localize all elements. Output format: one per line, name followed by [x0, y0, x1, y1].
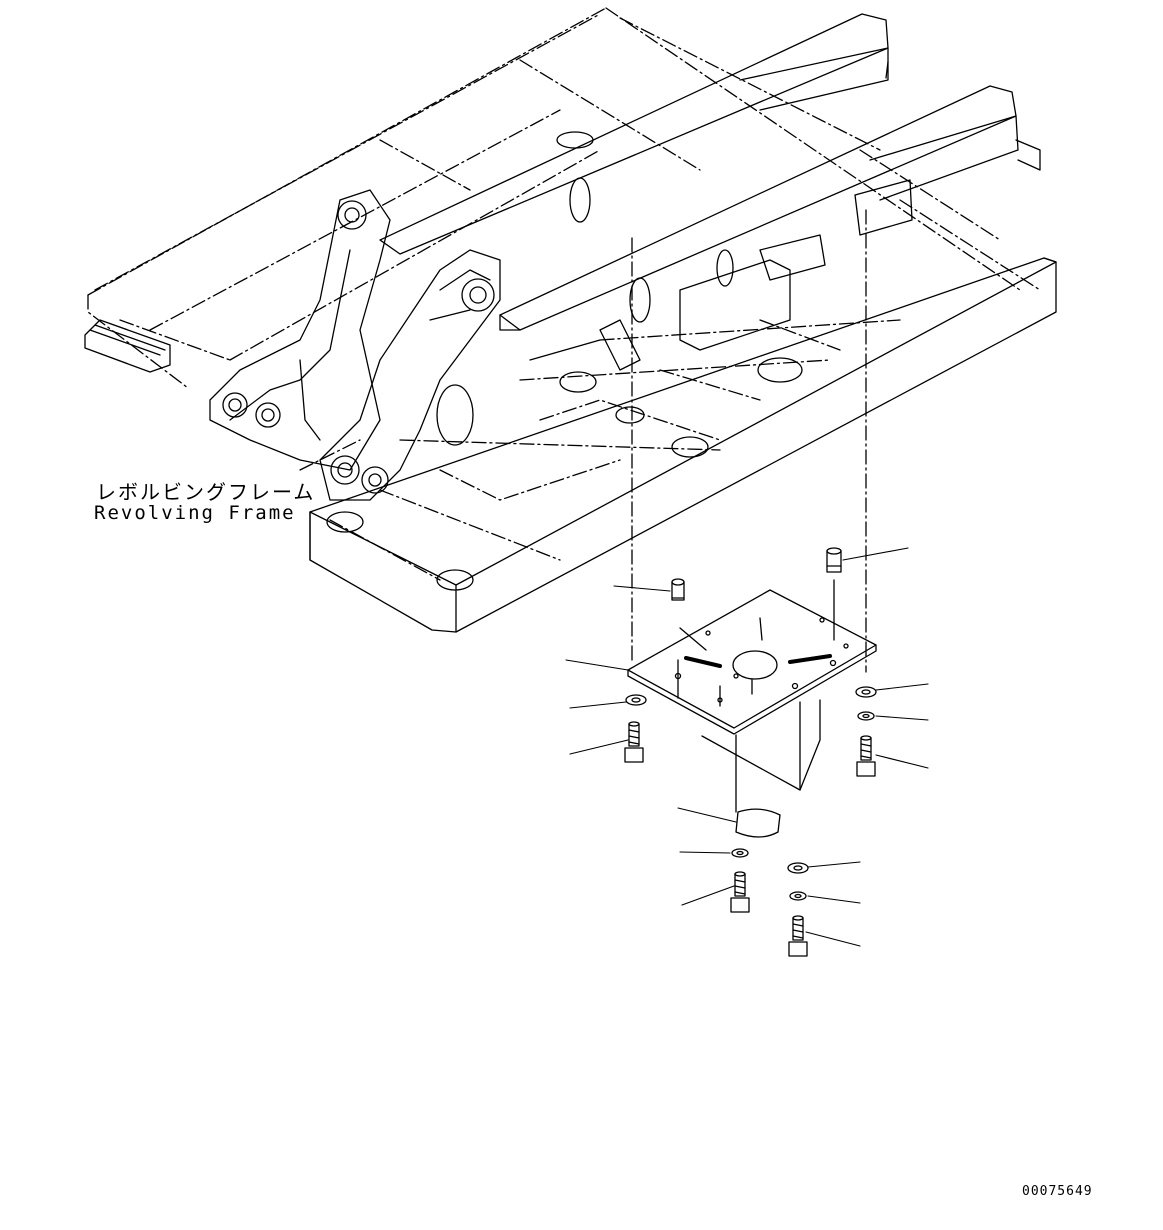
bolts — [624, 721, 876, 957]
document-number: 00075649 — [1022, 1184, 1093, 1199]
dowel-pin-right — [826, 547, 842, 573]
revolving-frame — [84, 7, 1057, 673]
washers — [625, 686, 877, 901]
undercover-plate — [627, 579, 877, 813]
frame-label-japanese: レボルビングフレーム — [96, 480, 316, 504]
dowel-pin-left — [671, 578, 685, 601]
small-cover — [735, 808, 781, 838]
callout-leaders — [565, 547, 929, 947]
frame-label-english: Revolving Frame — [94, 502, 296, 524]
